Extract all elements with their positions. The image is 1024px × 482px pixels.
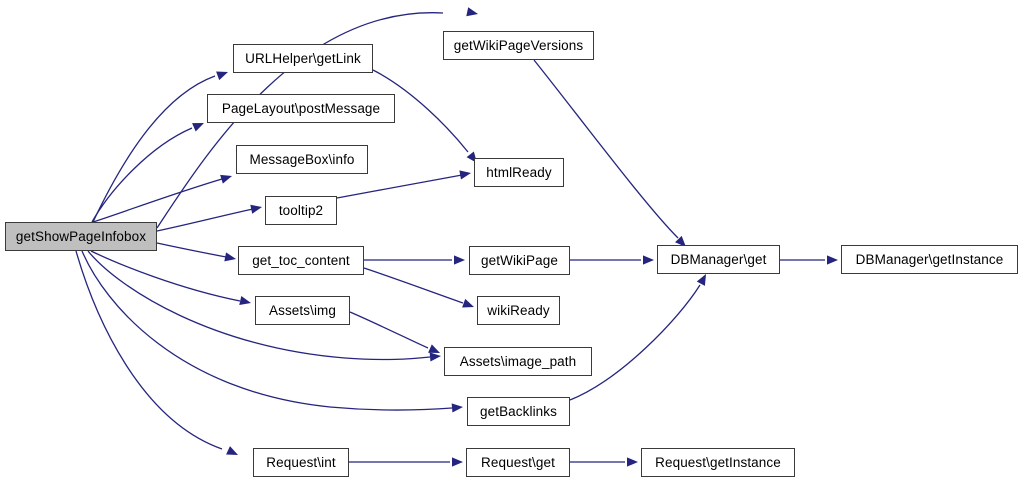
graph-node-label: DBManager\getInstance	[855, 251, 1004, 267]
arrowhead-icon	[216, 71, 228, 81]
graph-node-PageLayout_postMessage[interactable]: PageLayout\postMessage	[207, 94, 395, 123]
arrowhead-icon	[462, 298, 474, 308]
graph-node-Request_getInstance[interactable]: Request\getInstance	[641, 448, 795, 477]
graph-node-label: Assets\image_path	[459, 353, 577, 369]
arrowhead-icon	[451, 403, 463, 413]
graph-node-label: PageLayout\postMessage	[221, 100, 381, 116]
edge-getBacklinks-to-DBManager_get	[569, 274, 706, 401]
edge-getShowPageInfobox-to-MessageBox_info	[92, 174, 232, 223]
graph-node-getWikiPageVersions[interactable]: getWikiPageVersions	[443, 31, 594, 60]
edge-getWikiPage-to-DBManager_get	[570, 255, 654, 265]
graph-node-label: Request\get	[481, 454, 555, 470]
graph-node-label: getBacklinks	[480, 403, 557, 419]
graph-node-Request_get[interactable]: Request\get	[466, 448, 570, 477]
edge-Assets_img-to-Assets_image_path	[349, 311, 440, 353]
graph-node-tooltip2[interactable]: tooltip2	[265, 196, 337, 225]
edge-getShowPageInfobox-to-getWikiPageVersions	[156, 7, 478, 229]
graph-node-MessageBox_info[interactable]: MessageBox\info	[236, 145, 368, 174]
arrowhead-icon	[428, 344, 440, 353]
edge-getShowPageInfobox-to-Assets_image_path	[87, 250, 441, 362]
arrowhead-icon	[429, 352, 441, 362]
graph-node-label: get_toc_content	[252, 252, 350, 268]
graph-node-htmlReady[interactable]: htmlReady	[474, 158, 564, 187]
edge-getWikiPageVersions-to-DBManager_get	[533, 59, 686, 247]
edge-Request_int-to-Request_get	[349, 457, 463, 467]
edge-getShowPageInfobox-to-get_toc_content	[156, 242, 236, 262]
graph-node-label: Request\int	[266, 454, 336, 470]
arrowhead-icon	[220, 174, 232, 184]
edge-getShowPageInfobox-to-Request_int	[75, 250, 238, 455]
graph-node-label: MessageBox\info	[249, 151, 355, 167]
graph-node-label: getShowPageInfobox	[15, 228, 147, 244]
graph-node-label: getWikiPageVersions	[453, 37, 584, 53]
edge-get_toc_content-to-getWikiPage	[364, 255, 465, 265]
arrowhead-icon	[827, 255, 838, 265]
graph-node-label: DBManager\get	[670, 251, 767, 267]
edge-getShowPageInfobox-to-PageLayout_postMessage	[91, 123, 204, 223]
graph-node-label: tooltip2	[278, 202, 324, 218]
arrowhead-icon	[452, 457, 463, 467]
graph-node-Assets_img[interactable]: Assets\img	[255, 296, 350, 325]
arrowhead-icon	[454, 255, 465, 265]
edge-get_toc_content-to-wikiReady	[363, 267, 474, 308]
graph-node-getShowPageInfobox[interactable]: getShowPageInfobox	[5, 222, 157, 251]
graph-node-wikiReady[interactable]: wikiReady	[477, 296, 560, 325]
edge-getShowPageInfobox-to-URLHelper_getLink	[92, 71, 228, 223]
arrowhead-icon	[643, 255, 654, 265]
arrowhead-icon	[459, 170, 471, 180]
graph-node-DBManager_get[interactable]: DBManager\get	[657, 245, 780, 274]
graph-node-label: URLHelper\getLink	[245, 50, 361, 66]
arrowhead-icon	[192, 123, 204, 132]
arrowhead-icon	[466, 7, 478, 17]
edge-getShowPageInfobox-to-tooltip2	[156, 204, 262, 232]
graph-node-getWikiPage[interactable]: getWikiPage	[469, 246, 570, 275]
arrowhead-icon	[675, 235, 686, 247]
arrowhead-icon	[224, 252, 236, 262]
edge-getShowPageInfobox-to-getBacklinks	[81, 250, 463, 413]
graph-node-label: htmlReady	[486, 164, 552, 180]
edge-tooltip2-to-htmlReady	[336, 170, 471, 199]
graph-node-getBacklinks[interactable]: getBacklinks	[467, 397, 570, 426]
edge-Request_get-to-Request_getInstance	[570, 457, 638, 467]
graph-node-URLHelper_getLink[interactable]: URLHelper\getLink	[233, 44, 373, 73]
arrowhead-icon	[696, 274, 706, 286]
graph-node-Assets_image_path[interactable]: Assets\image_path	[444, 347, 592, 376]
graph-node-label: Assets\img	[268, 302, 337, 318]
edge-DBManager_get-to-DBManager_getInstance	[780, 255, 838, 265]
edge-getShowPageInfobox-to-Assets_img	[90, 250, 251, 306]
arrowhead-icon	[226, 446, 238, 455]
arrowhead-icon	[239, 296, 251, 306]
graph-node-label: Request\getInstance	[655, 454, 781, 470]
graph-node-label: wikiReady	[487, 302, 550, 318]
graph-node-Request_int[interactable]: Request\int	[253, 448, 349, 477]
graph-node-get_toc_content[interactable]: get_toc_content	[238, 246, 364, 275]
graph-node-DBManager_getInstance[interactable]: DBManager\getInstance	[841, 245, 1018, 274]
arrowhead-icon	[627, 457, 638, 467]
arrowhead-icon	[250, 204, 262, 214]
graph-node-label: getWikiPage	[481, 252, 558, 268]
